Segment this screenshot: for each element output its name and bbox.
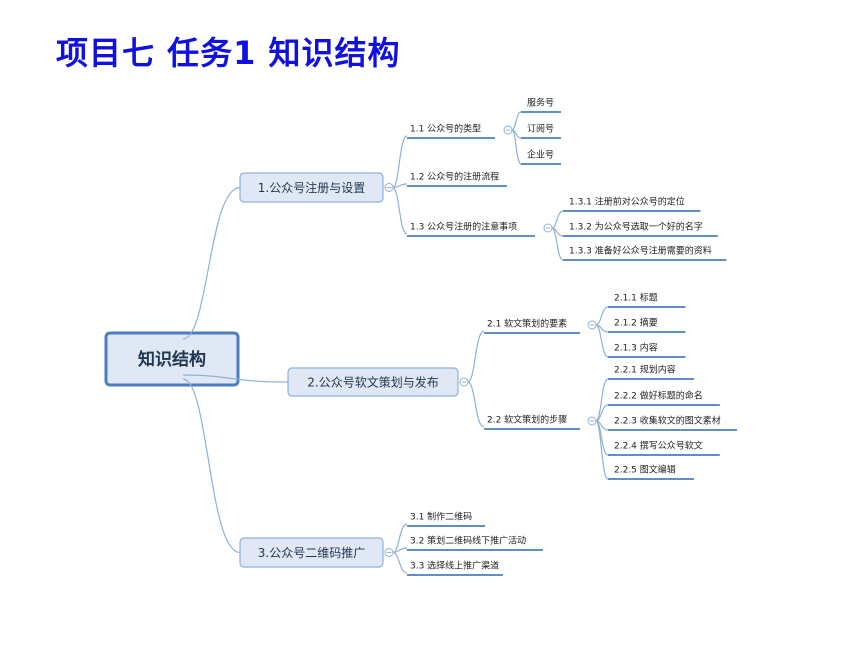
connector-root-to-branch-1	[182, 186, 241, 340]
branch-node-3[interactable]: 3.公众号二维码推广	[239, 537, 384, 568]
connector-branch-3-to-sub-3	[392, 551, 408, 574]
connector-sub-1-1-to-leaf-1	[511, 111, 522, 131]
connector-branch-1-to-sub-3	[392, 186, 408, 235]
leaf-1-1-1: 服务号	[527, 97, 554, 109]
connector-branch-1-to-sub-1	[392, 135, 408, 189]
subtopic-1-2: 1.2 公众号的注册流程	[410, 171, 499, 183]
subtopic-1-1: 1.1 公众号的类型	[410, 123, 481, 135]
leaf-2-2-1: 2.2.1 规划内容	[614, 364, 676, 376]
branch-node-3-label: 3.公众号二维码推广	[258, 546, 365, 560]
subtopic-2-1-collapse-button[interactable]	[587, 320, 597, 330]
page-title: 项目七 任务1 知识结构	[56, 34, 401, 72]
connector-sub-2-2-to-leaf-1	[595, 378, 609, 422]
connector-sub-2-2-to-leaf-5	[595, 420, 609, 480]
leaf-2-2-4: 2.2.4 撰写公众号软文	[614, 440, 703, 452]
root-node-label: 知识结构	[137, 349, 206, 370]
branch-node-2[interactable]: 2.公众号软文策划与发布	[287, 367, 459, 397]
leaf-2-2-3: 2.2.3 收集软文的图文素材	[614, 415, 721, 427]
subtopic-2-1: 2.1 软文策划的要素	[487, 318, 567, 330]
connector-sub-2-2-to-leaf-2	[595, 404, 609, 422]
connector-sub-1-3-to-leaf-3	[551, 227, 564, 261]
connector-sub-2-1-to-leaf-1	[595, 306, 609, 326]
subtopic-2-2: 2.2 软文策划的步骤	[487, 414, 567, 426]
leaf-1-1-2: 订阅号	[527, 124, 554, 135]
subtopic-3-2: 3.2 策划二维码线下推广活动	[410, 535, 526, 547]
connector-root-to-branch-2	[182, 374, 289, 383]
subtopic-3-3: 3.3 选择线上推广渠道	[410, 560, 499, 572]
connector-branch-1-to-sub-2	[392, 183, 408, 189]
leaf-2-1-3: 2.1.3 内容	[614, 342, 658, 354]
leaf-2-1-2: 2.1.2 摘要	[614, 317, 658, 329]
branch-node-2-box	[287, 367, 459, 397]
branch-node-3-box	[239, 537, 384, 568]
leaf-1-3-2: 1.3.2 为公众号选取一个好的名字	[569, 221, 703, 233]
branch-node-1[interactable]: 1.公众号注册与设置	[239, 172, 384, 203]
connector-branch-2-to-sub-1	[467, 330, 485, 383]
branch-node-2-label: 2.公众号软文策划与发布	[307, 375, 438, 390]
branch-2-collapse-button[interactable]	[459, 377, 469, 387]
subtopic-1-3: 1.3 公众号注册的注意事项	[410, 221, 517, 233]
connector-branch-2-to-sub-2	[467, 381, 485, 428]
connector-branch-3-to-sub-1	[392, 523, 408, 554]
subtopic-1-3-collapse-button[interactable]	[543, 223, 553, 233]
branch-3-collapse-button[interactable]	[384, 548, 394, 557]
leaf-1-3-1: 1.3.1 注册前对公众号的定位	[569, 196, 685, 208]
root-node[interactable]: 知识结构	[104, 331, 240, 387]
connector-root-to-branch-3	[182, 378, 241, 554]
connector-sub-2-1-to-leaf-3	[595, 324, 609, 358]
leaf-1-1-3: 企业号	[527, 149, 554, 161]
subtopic-2-2-collapse-button[interactable]	[587, 416, 597, 426]
branch-node-1-label: 1.公众号注册与设置	[258, 180, 365, 195]
leaf-2-2-5: 2.2.5 图文编辑	[614, 464, 676, 476]
leaf-2-1-1: 2.1.1 标题	[614, 292, 658, 304]
branch-node-1-box	[239, 172, 384, 203]
leaf-2-2-2: 2.2.2 做好标题的命名	[614, 390, 703, 402]
branch-1-collapse-button[interactable]	[384, 183, 394, 192]
connector-sub-1-3-to-leaf-1	[551, 210, 564, 229]
root-node-box	[104, 331, 240, 387]
connector-sub-1-1-to-leaf-3	[511, 129, 522, 165]
subtopic-1-1-collapse-button[interactable]	[503, 125, 513, 135]
subtopic-3-1: 3.1 制作二维码	[410, 511, 472, 523]
leaf-1-3-3: 1.3.3 准备好公众号注册需要的资料	[569, 245, 712, 257]
